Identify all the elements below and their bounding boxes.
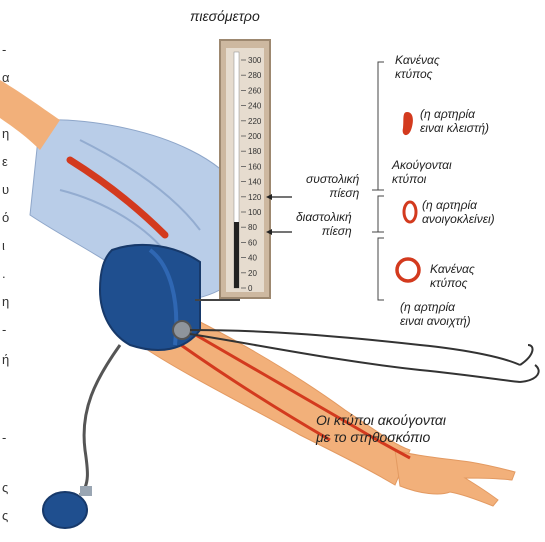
state-1-note: (η αρτηρία ειναι κλειστή) xyxy=(420,107,489,135)
manometer-tick-label: 180 xyxy=(248,147,262,156)
manometer-tick-label: 280 xyxy=(248,71,262,80)
manometer-tick-label: 220 xyxy=(248,117,262,126)
bracket-middle xyxy=(372,196,384,232)
hand xyxy=(395,450,515,506)
manometer-tick-label: 80 xyxy=(248,223,257,232)
manometer-tick-label: 40 xyxy=(248,254,257,263)
stethoscope-chestpiece xyxy=(173,321,191,339)
bulb-valve xyxy=(80,486,92,496)
diastolic-label: διαστολική πίεση xyxy=(296,210,352,238)
artery-half-open-icon xyxy=(404,202,416,222)
manometer-tick-label: 200 xyxy=(248,132,262,141)
manometer-tick-label: 0 xyxy=(248,284,253,293)
manometer-tick-label: 240 xyxy=(248,102,262,111)
manometer-tick-label: 300 xyxy=(248,56,262,65)
bracket-lower xyxy=(378,238,384,300)
stethoscope-caption: Οι κτύποι ακούγονται με το στηθοσκόπιο xyxy=(316,412,446,446)
state-2-note: (η αρτηρία ανοιγοκλείνει) xyxy=(422,198,495,226)
manometer-tick-label: 20 xyxy=(248,269,257,278)
bracket-upper xyxy=(372,62,384,190)
manometer-tick-label: 140 xyxy=(248,178,262,187)
mercury-column xyxy=(234,222,239,288)
inflation-bulb xyxy=(43,492,87,528)
state-2-heading: Ακούγονται κτύποι xyxy=(392,158,452,186)
artery-open-icon xyxy=(397,259,419,281)
manometer-tick-label: 160 xyxy=(248,162,262,171)
state-3-heading: Κανένας κτύπος xyxy=(430,262,475,290)
manometer-tick-label: 60 xyxy=(248,238,257,247)
manometer-tick-label: 120 xyxy=(248,193,262,202)
manometer-tick-label: 260 xyxy=(248,86,262,95)
artery-closed-icon xyxy=(403,112,413,135)
bulb-tube xyxy=(80,345,120,495)
state-1-heading: Κανένας κτύπος xyxy=(395,53,440,81)
systolic-label: συστολική πίεση xyxy=(306,172,359,200)
stethoscope-earpieces xyxy=(520,345,539,382)
state-3-note: (η αρτηρία ειναι ανοιχτή) xyxy=(400,300,471,328)
manometer-tick-label: 100 xyxy=(248,208,262,217)
